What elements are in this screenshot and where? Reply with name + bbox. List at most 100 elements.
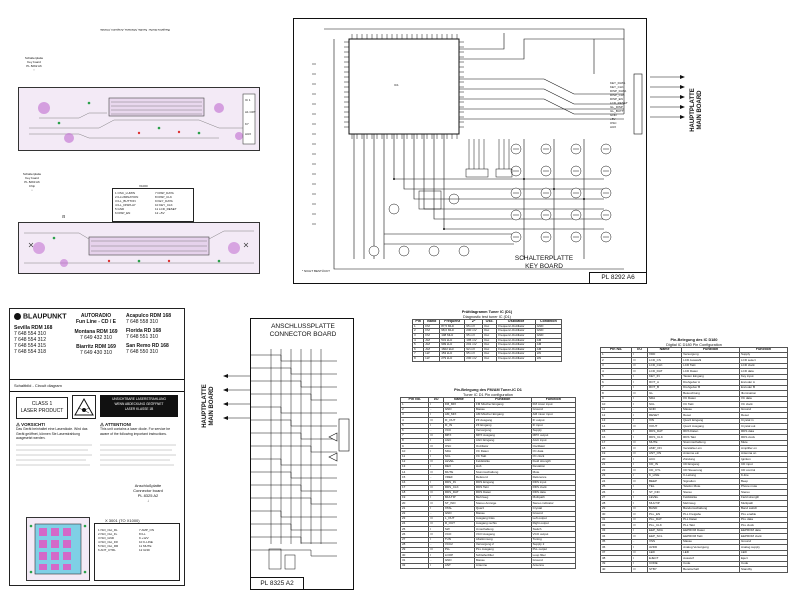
ic1-label: IC1 bbox=[394, 83, 399, 87]
model-name: Florida RD 168 bbox=[126, 328, 162, 334]
table-cell: Illumination bbox=[738, 390, 789, 397]
table-cell: BAND bbox=[646, 505, 683, 513]
table-cell: RESET bbox=[646, 412, 683, 419]
x3001-pin: 7 AMP_ON bbox=[139, 528, 155, 532]
table-cell: I²C data bbox=[738, 395, 789, 403]
table-cell: O bbox=[631, 566, 648, 573]
main-board-line1: HAUPTPLATTE bbox=[690, 88, 696, 132]
x3001-pin: 11 MUTE bbox=[139, 544, 152, 548]
x3001-pin: 3 ISO_GND bbox=[98, 536, 115, 540]
tuner-pin-subtitle: Tuner IC D1 Pin configuration bbox=[463, 392, 513, 397]
arrow-down-icon: ↓ bbox=[147, 498, 149, 503]
table-cell: ILL bbox=[646, 390, 683, 397]
table-cell: Ground bbox=[738, 406, 789, 414]
table-cell: 20 bbox=[599, 456, 633, 463]
table-cell: Crystal out bbox=[738, 423, 789, 430]
table-cell: CD control bbox=[738, 467, 789, 474]
table-cell: 15 bbox=[599, 428, 633, 436]
model-number: 7 649 432 310 bbox=[80, 335, 112, 341]
x1000-pin: 3 ILL_BUTTON bbox=[115, 199, 136, 203]
x3001-pin: 1 ISO_Out_RL bbox=[98, 528, 118, 532]
bus-signal: DISP_EN bbox=[610, 97, 623, 101]
table-cell: SDA bbox=[646, 395, 683, 403]
main-board-line2: MAIN BOARD bbox=[697, 90, 703, 130]
table-cell: 24 bbox=[599, 478, 633, 485]
table-cell: TEL bbox=[646, 483, 683, 491]
table-cell: 29 bbox=[599, 505, 633, 513]
attention-label: ATTENTION! bbox=[105, 422, 132, 427]
table-cell: LEVEL bbox=[646, 494, 683, 502]
vorsicht-block: ⚠ VORSICHT! Das Gerät beinhaltet eine La… bbox=[16, 422, 94, 441]
connector-pcb bbox=[26, 517, 90, 581]
table-cell: LW bbox=[423, 355, 441, 362]
table-cell: Antenna on bbox=[738, 450, 789, 458]
table-cell: Multipath bbox=[738, 500, 789, 507]
anschluss-caption: Anschlußplatte Connector board PL 8325 A… bbox=[118, 483, 178, 503]
x3001-pin: 10 K-LINE bbox=[139, 540, 153, 544]
table-cell: RDS_CLK bbox=[646, 434, 683, 441]
table-cell: Bereitschaft bbox=[681, 566, 740, 573]
vorsicht-label: VORSICHT! bbox=[21, 422, 46, 427]
table-cell: K_LINE bbox=[646, 472, 683, 480]
model-name: Sevilla RDM 168 bbox=[14, 325, 53, 331]
models-center: AUTORADIO Fun Line - CD / E Montana RDM … bbox=[68, 313, 124, 356]
tuner-test-table-block: Prüfdiagramm Tuner IC (D1) Diagnostic te… bbox=[411, 310, 563, 362]
table-cell: I²C clock bbox=[738, 401, 789, 408]
x3001-pin: 2 ISO_Out_FL bbox=[98, 532, 118, 536]
x3001-pin: 6 ANT_CTRL bbox=[98, 548, 116, 552]
table-cell: CD input bbox=[738, 461, 789, 469]
bus-signal: +5V bbox=[610, 117, 616, 121]
model-name: Acapulco RDM 168 bbox=[126, 313, 172, 319]
model-number: 7 648 554 318 bbox=[14, 349, 46, 355]
table-cell: 28 bbox=[599, 500, 633, 507]
table-cell: 279 kHz bbox=[439, 355, 466, 362]
model-number: 7 648 551 310 bbox=[126, 334, 158, 340]
connector-arrows bbox=[223, 374, 250, 420]
board1-line2: Key board bbox=[27, 60, 41, 64]
table-cell: CD_IN bbox=[646, 461, 683, 469]
pcb1-traces bbox=[29, 93, 256, 145]
schematic-title: Schaltbild - Circuit diagram bbox=[14, 383, 62, 388]
table-header-cell: Function bbox=[738, 347, 789, 353]
table-cell: RDS_DAT bbox=[646, 428, 683, 436]
table-cell: Field strength bbox=[738, 494, 789, 502]
blaupunkt-logo-icon bbox=[14, 313, 21, 320]
table-cell: 18 bbox=[599, 445, 633, 452]
table-cell: LCD select bbox=[738, 357, 789, 364]
ic-pin-title: Pin-Belegung des IC D180 bbox=[670, 338, 718, 342]
table-cell: BEEP bbox=[646, 478, 683, 485]
table-cell: AMP_ON bbox=[646, 445, 683, 452]
table-cell: CD_CTL bbox=[646, 467, 683, 474]
board2-caption: Schalterplatte Key board PL 8293 A6 Chip… bbox=[12, 172, 52, 192]
table-cell: 22 bbox=[599, 467, 633, 474]
table-cell: 10 bbox=[599, 401, 633, 408]
x1000-pin: 1 OSC_LUMIN bbox=[115, 191, 136, 195]
table-cell: 17 bbox=[599, 439, 633, 447]
table-cell: 16 bbox=[599, 434, 633, 441]
laser-class-line: CLASS 1 bbox=[31, 401, 53, 407]
table-cell: Antenna bbox=[530, 562, 577, 569]
board2-line1: Schalterplatte bbox=[22, 172, 42, 176]
key-board-schematic: IC1 * NICHT BESTÜCKT SCHALTERPLATTE KEY … bbox=[293, 18, 647, 284]
board2-line3: PL 8293 A6 bbox=[24, 180, 40, 184]
